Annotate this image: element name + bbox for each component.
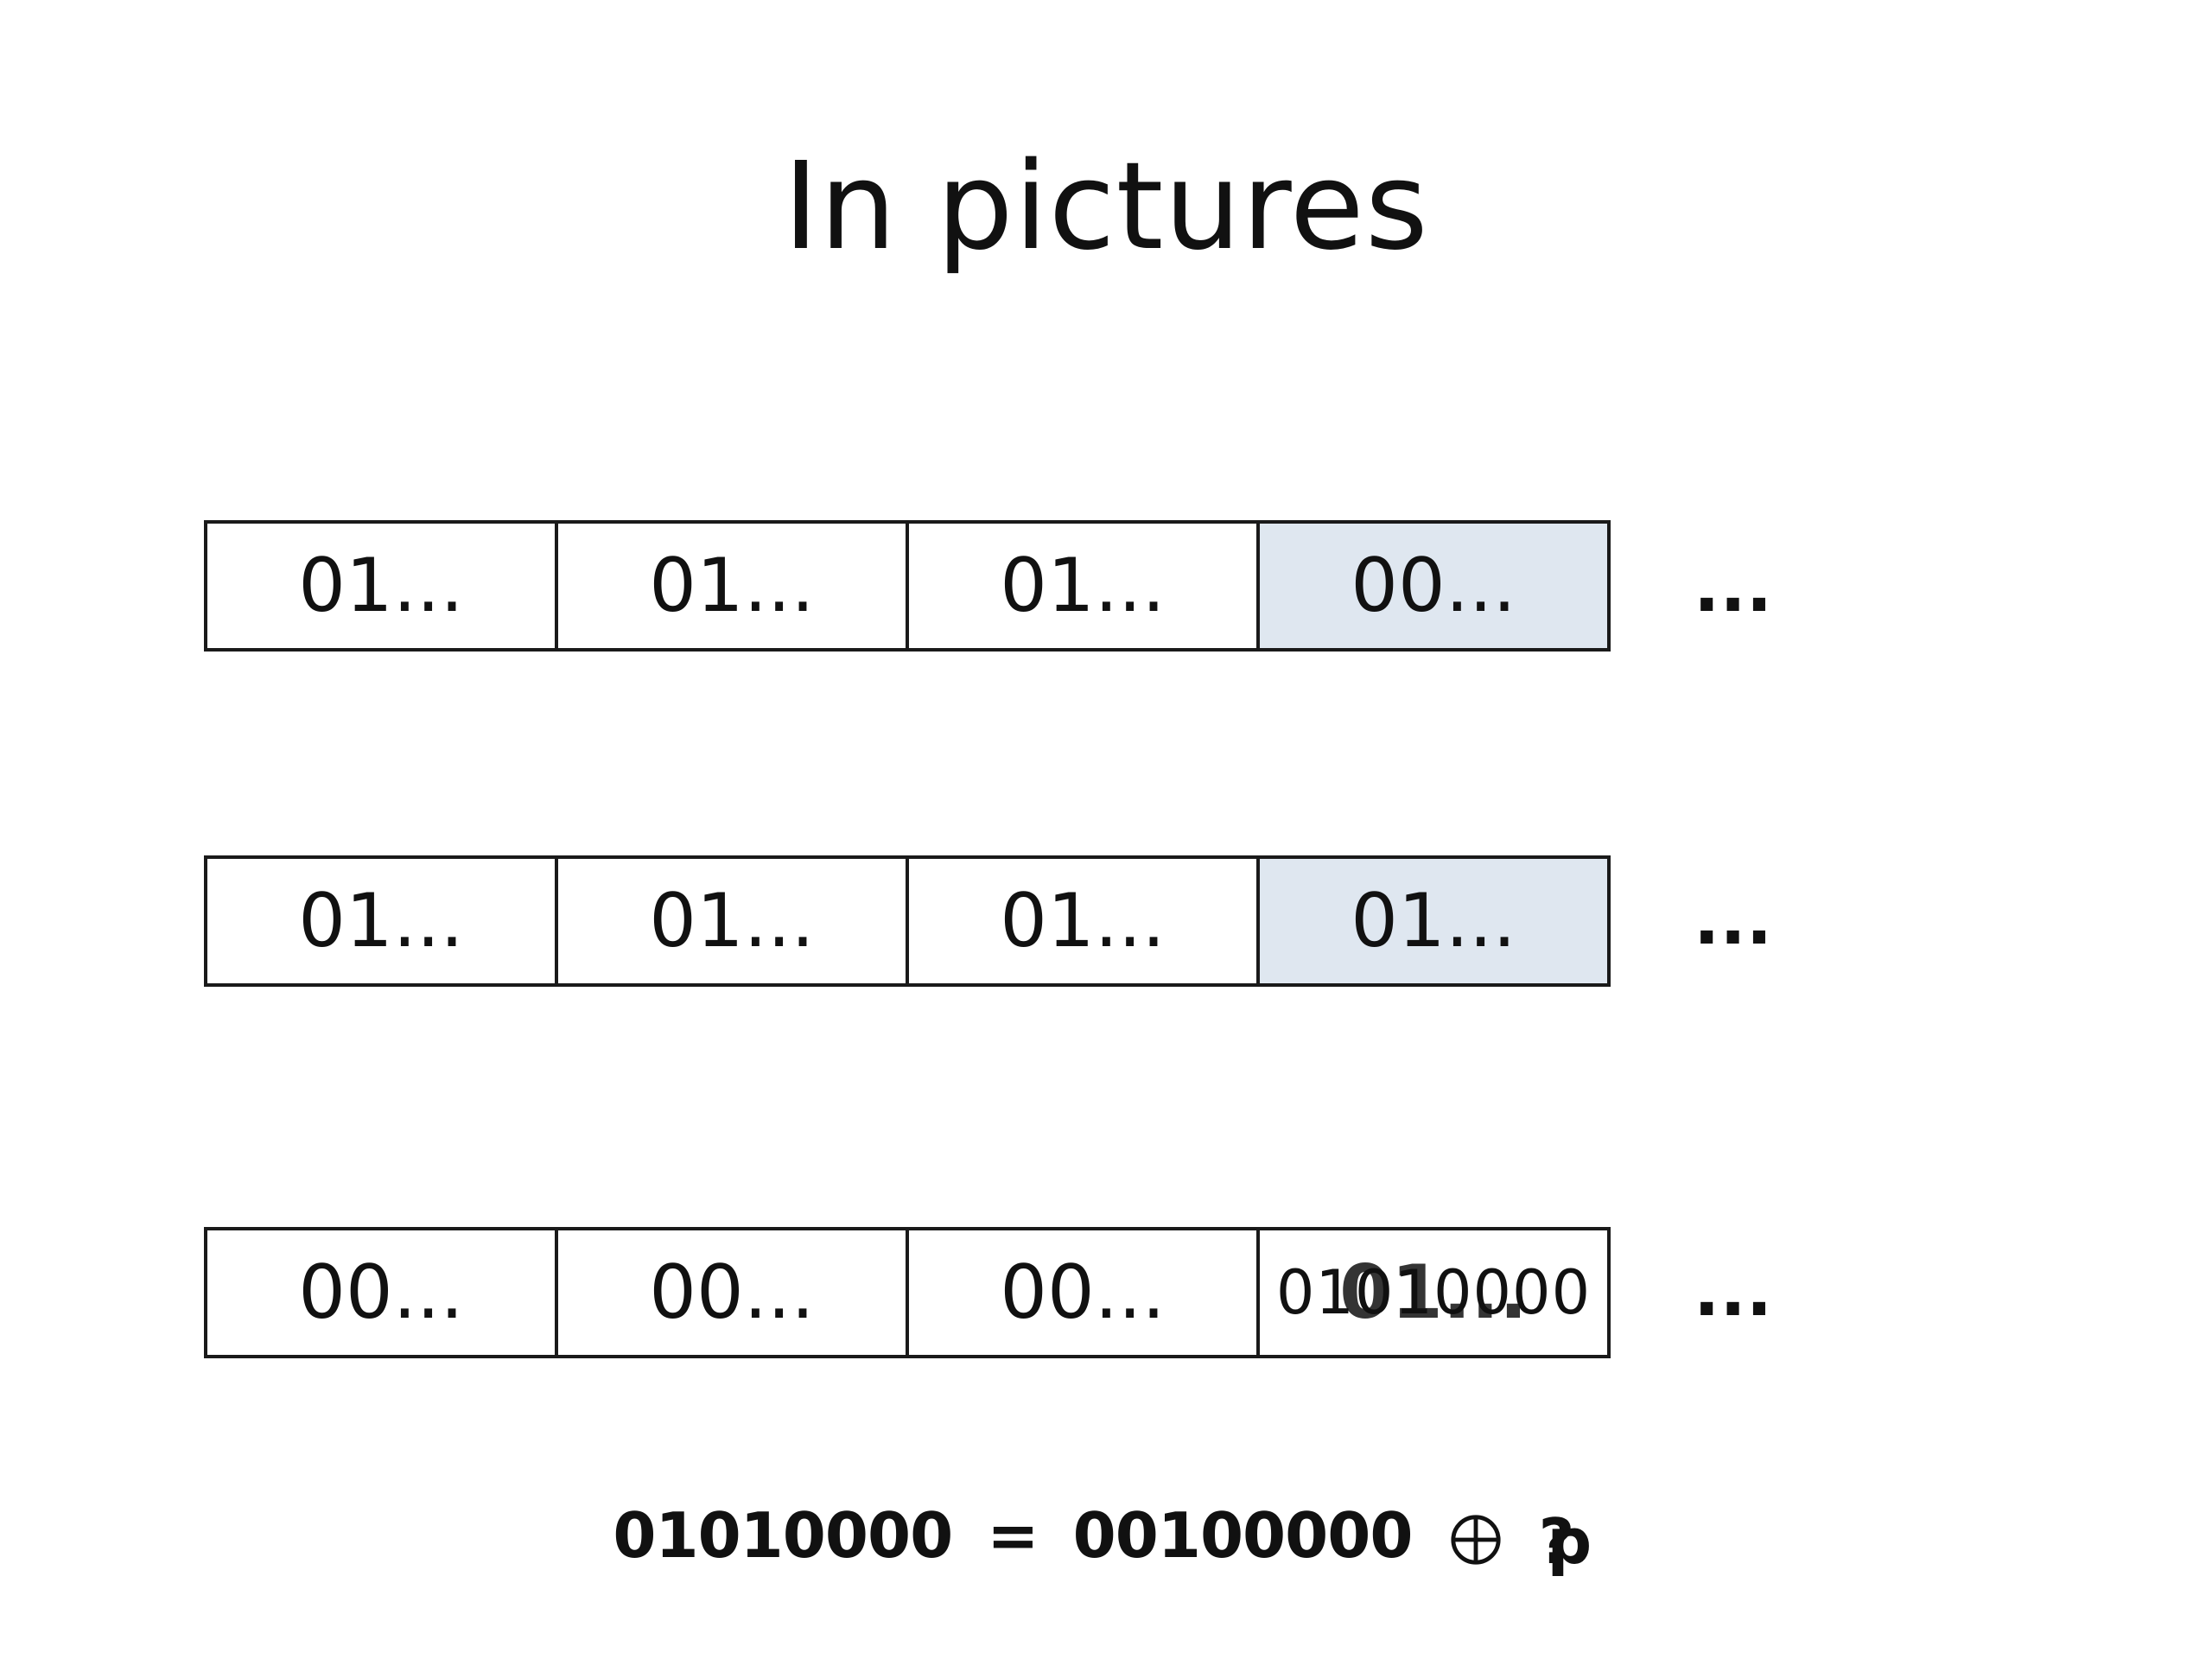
row-3-ellipsis: ... <box>1694 1251 1773 1332</box>
block-cell: 00... <box>204 1227 558 1358</box>
block-row-2: 01... 01... 01... 01... <box>204 855 1621 987</box>
block-cell: 01... <box>555 855 909 987</box>
equation-right: 00100000 <box>1072 1499 1414 1572</box>
equation-equals: = <box>987 1499 1039 1572</box>
equation-left: 01010000 <box>613 1499 953 1572</box>
block-cell: 01... <box>204 520 558 652</box>
overlap-text-group: 01010000 01... <box>1260 1230 1607 1355</box>
block-cell: 00... <box>906 1227 1260 1358</box>
row-1-ellipsis: ... <box>1694 547 1773 627</box>
row-2-ellipsis: ... <box>1694 880 1773 960</box>
block-cell-overlap: 01010000 01... <box>1256 1227 1611 1358</box>
overlap-p: p <box>1547 1505 1592 1578</box>
block-cell-highlighted: 01... <box>1256 855 1611 987</box>
overlap-text-plain: 01010000 <box>1275 1257 1592 1328</box>
block-cell: 01... <box>906 520 1260 652</box>
block-row-3: 00... 00... 00... 01010000 01... <box>204 1227 1621 1358</box>
slide-title: In pictures <box>783 137 1429 277</box>
overlap-question: ? <box>1538 1505 1575 1578</box>
block-cell-highlighted: 00... <box>1256 520 1611 652</box>
xor-icon <box>1450 1515 1501 1566</box>
overlap-text-bold: 01... <box>1339 1249 1528 1336</box>
block-cell: 01... <box>555 520 909 652</box>
block-cell: 00... <box>555 1227 909 1358</box>
xor-equation: 01010000 = 00100000 ? p <box>0 1499 2212 1578</box>
block-cell: 01... <box>906 855 1260 987</box>
block-row-1: 01... 01... 01... 00... <box>204 520 1621 652</box>
block-cell: 01... <box>204 855 558 987</box>
